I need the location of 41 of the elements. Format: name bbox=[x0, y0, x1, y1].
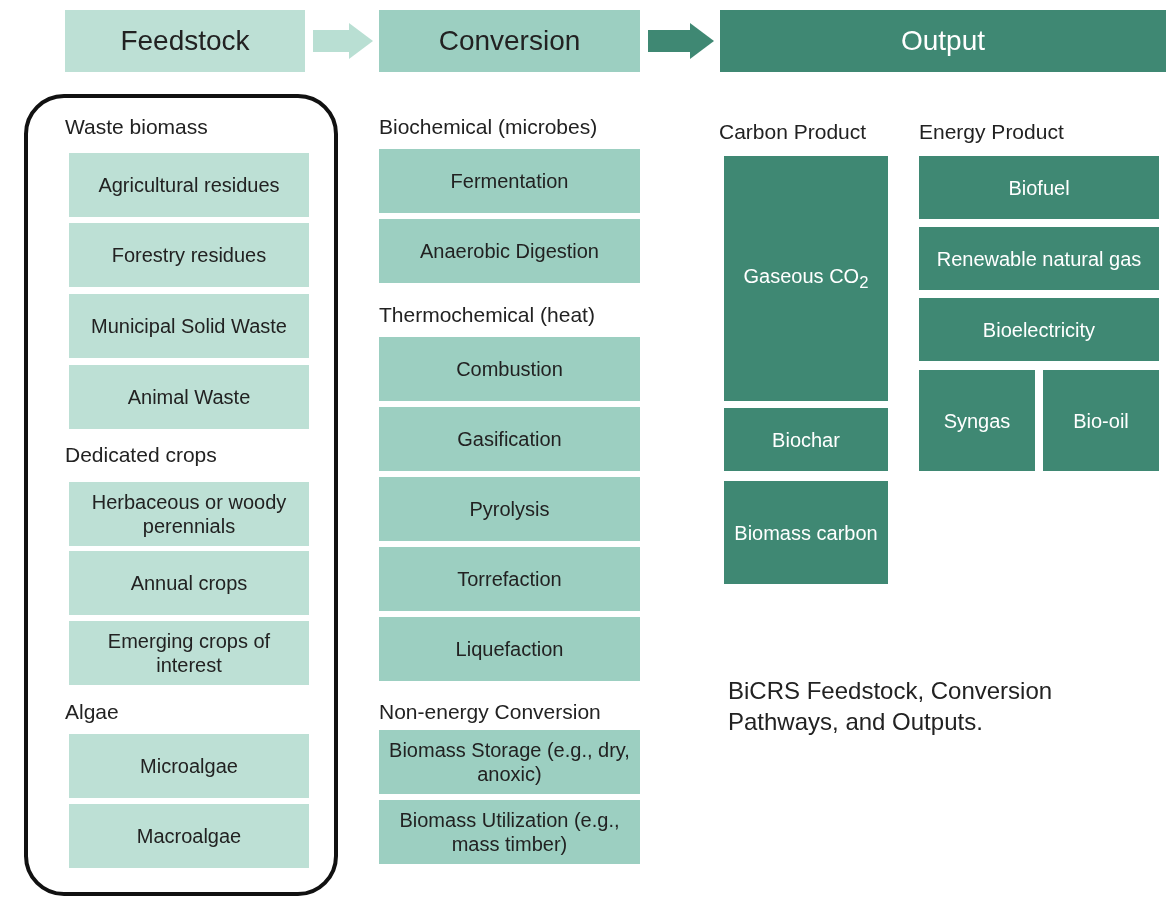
category-box: Biomass carbon bbox=[724, 481, 888, 584]
category-box: Syngas bbox=[919, 370, 1035, 471]
category-box: Municipal Solid Waste bbox=[69, 294, 309, 358]
group-heading: Thermochemical (heat) bbox=[379, 303, 595, 327]
group-heading: Waste biomass bbox=[65, 115, 208, 139]
group-heading: Non-energy Conversion bbox=[379, 700, 601, 724]
stage-header: Feedstock bbox=[65, 10, 305, 72]
category-box: Herbaceous or woody perennials bbox=[69, 482, 309, 546]
group-heading: Algae bbox=[65, 700, 119, 724]
category-box: Annual crops bbox=[69, 551, 309, 615]
stage-header: Output bbox=[720, 10, 1166, 72]
category-box: Pyrolysis bbox=[379, 477, 640, 541]
category-box: Agricultural residues bbox=[69, 153, 309, 217]
category-box: Bioelectricity bbox=[919, 298, 1159, 361]
category-box: Anaerobic Digestion bbox=[379, 219, 640, 283]
caption: BiCRS Feedstock, Conversion Pathways, and Outputs. bbox=[728, 676, 1054, 738]
category-box: Biomass Storage (e.g., dry, anoxic) bbox=[379, 730, 640, 794]
category-box: Biomass Utilization (e.g., mass timber) bbox=[379, 800, 640, 864]
group-frame bbox=[24, 94, 338, 896]
category-box: Liquefaction bbox=[379, 617, 640, 681]
category-box: Combustion bbox=[379, 337, 640, 401]
category-box: Animal Waste bbox=[69, 365, 309, 429]
group-heading: Energy Product bbox=[919, 120, 1064, 144]
category-box: Bio-oil bbox=[1043, 370, 1159, 471]
group-heading: Dedicated crops bbox=[65, 443, 217, 467]
category-box: Gasification bbox=[379, 407, 640, 471]
category-box: Fermentation bbox=[379, 149, 640, 213]
category-box: Forestry residues bbox=[69, 223, 309, 287]
category-box: Emerging crops of interest bbox=[69, 621, 309, 685]
category-box: Renewable natural gas bbox=[919, 227, 1159, 290]
category-box: Torrefaction bbox=[379, 547, 640, 611]
arrow bbox=[313, 23, 373, 59]
group-heading: Biochemical (microbes) bbox=[379, 115, 598, 139]
category-box: Microalgae bbox=[69, 734, 309, 798]
category-box: Gaseous CO$_{2}$ bbox=[724, 156, 888, 401]
category-box: Macroalgae bbox=[69, 804, 309, 868]
stage-header: Conversion bbox=[379, 10, 640, 72]
group-heading: Carbon Product bbox=[719, 120, 867, 144]
arrow bbox=[648, 23, 714, 59]
category-box: Biochar bbox=[724, 408, 888, 471]
category-box: Biofuel bbox=[919, 156, 1159, 219]
